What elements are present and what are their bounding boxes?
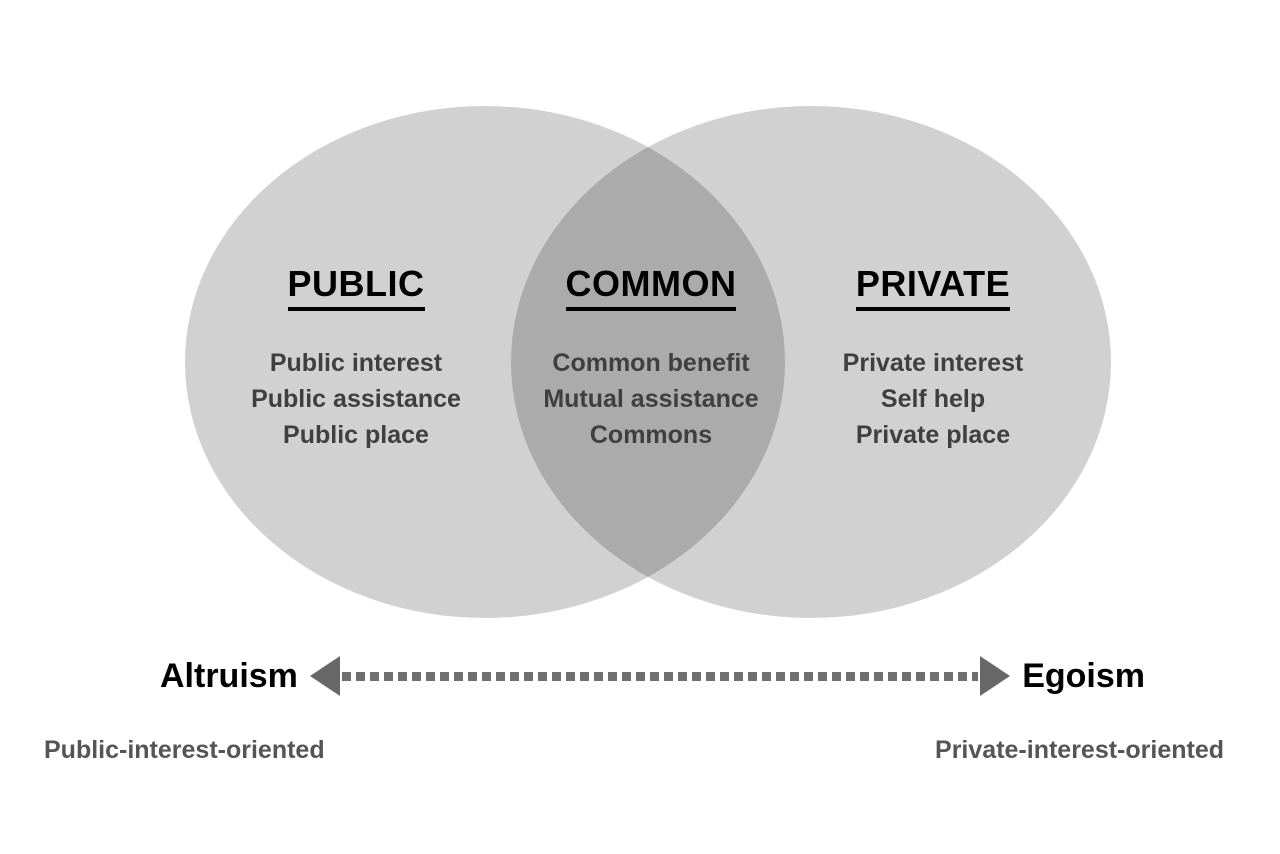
- private-circle: [511, 106, 1111, 618]
- region-private: PRIVATE Private interest Self help Priva…: [783, 266, 1083, 453]
- public-circle: [185, 106, 785, 618]
- arrowhead-right-icon: [980, 656, 1011, 696]
- region-common-title: COMMON: [565, 266, 737, 311]
- footer-public-interest-oriented: Public-interest-oriented: [44, 736, 325, 764]
- list-item: Commons: [589, 421, 713, 449]
- list-item: Common benefit: [552, 349, 750, 377]
- list-item: Public interest: [269, 349, 443, 377]
- footer-private-interest-oriented: Private-interest-oriented: [935, 736, 1224, 764]
- axis-label-egoism: Egoism: [1022, 657, 1145, 695]
- list-item: Self help: [880, 385, 986, 413]
- dashed-line: [341, 671, 979, 681]
- region-public-items: Public interest Public assistance Public…: [206, 345, 506, 453]
- list-item: Public assistance: [251, 385, 461, 413]
- arrowhead-left-icon: [309, 656, 340, 696]
- region-public-title: PUBLIC: [287, 266, 425, 311]
- double-arrow: [309, 656, 1011, 696]
- list-item: Private interest: [842, 349, 1024, 377]
- region-private-title: PRIVATE: [855, 266, 1011, 311]
- list-item: Public place: [283, 421, 429, 449]
- region-common-items: Common benefit Mutual assistance Commons: [501, 345, 801, 453]
- region-common: COMMON Common benefit Mutual assistance …: [501, 266, 801, 453]
- list-item: Mutual assistance: [543, 385, 759, 413]
- region-public: PUBLIC Public interest Public assistance…: [206, 266, 506, 453]
- list-item: Private place: [855, 421, 1011, 449]
- altruism-egoism-axis: Altruism Egoism: [160, 650, 1145, 702]
- axis-label-altruism: Altruism: [160, 657, 298, 695]
- region-private-items: Private interest Self help Private place: [783, 345, 1083, 453]
